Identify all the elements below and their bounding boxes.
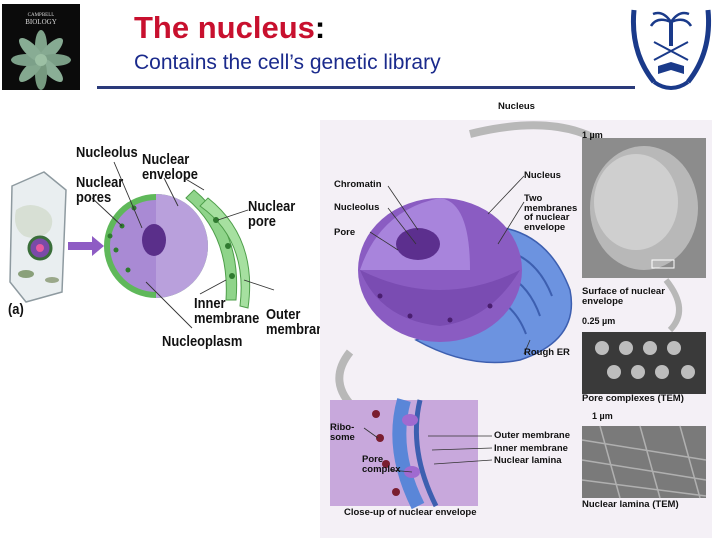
label-ribosome: Ribo- some (330, 422, 355, 443)
label-nuclear-envelope: Nuclear envelope (142, 151, 198, 184)
cover-text-2: BIOLOGY (25, 18, 57, 26)
label-outer-membrane-right: Outer membrane (494, 430, 571, 441)
textbook-cover-image: CAMPBELL BIOLOGY (2, 4, 80, 90)
nucleus-detail-panel (320, 120, 712, 538)
scale-1um-top: 1 µm (582, 130, 603, 140)
nucleus-3d-illustration (358, 198, 522, 342)
crossed-swords-icon (653, 41, 689, 61)
slide-title-colon: : (314, 10, 326, 45)
flow-arrow-right (663, 278, 682, 333)
label-nucleolus: Nucleolus (76, 144, 138, 161)
lamina-micrograph (581, 425, 707, 499)
university-seal-logo (624, 2, 718, 98)
caption-surface-of-envelope: Surface of nuclear envelope (582, 286, 665, 307)
surface-micrograph (582, 138, 706, 278)
label-panel-a: (a) (8, 301, 24, 318)
label-nuclear-pores: Nuclear pores (76, 174, 124, 207)
label-inner-membrane: Inner membrane (194, 295, 260, 328)
envelope-closeup-illustration (330, 398, 478, 510)
caption-pore-complexes: Pore complexes (TEM) (582, 393, 684, 404)
magnify-arrow-icon (68, 236, 104, 256)
pore-complex-micrograph (582, 332, 706, 394)
label-chromatin: Chromatin (334, 179, 382, 190)
nucleus-structure-diagram (9, 161, 275, 329)
scale-025um: 0.25 µm (582, 316, 616, 326)
label-rough-er: Rough ER (524, 347, 570, 358)
slide-title-text: The nucleus (134, 10, 315, 45)
label-pore: Pore (334, 227, 356, 238)
scale-1um-bottom: 1 µm (592, 411, 613, 421)
label-two-membranes: Two membranes of nuclear envelope (524, 193, 578, 234)
palm-tree-icon (649, 11, 693, 46)
open-book-icon (658, 62, 684, 74)
nucleus-cutaway-sphere (104, 194, 208, 298)
cover-text-1: CAMPBELL (28, 13, 55, 18)
label-nucleolus-right: Nucleolus (334, 202, 380, 213)
label-pore-complex: Pore complex (362, 454, 401, 475)
slide-title: The nucleus: (134, 10, 325, 46)
caption-closeup-envelope: Close-up of nuclear envelope (344, 507, 477, 518)
label-nucleus-top: Nucleus (498, 101, 535, 112)
caption-nuclear-lamina: Nuclear lamina (TEM) (582, 499, 679, 510)
label-nuclear-lamina: Nuclear lamina (494, 455, 562, 466)
nuclear-envelope-sheet (185, 189, 251, 309)
label-nucleus-side: Nucleus (524, 170, 561, 181)
label-outer-membrane: Outer membrane (266, 306, 332, 339)
animal-cell-illustration (9, 171, 67, 303)
label-nuclear-pore: Nuclear pore (248, 198, 296, 231)
label-nucleoplasm: Nucleoplasm (162, 333, 243, 350)
slide-subtitle: Contains the cell’s genetic library (134, 51, 441, 74)
nucleus-detail-illustration (330, 121, 707, 510)
header-divider (97, 86, 635, 89)
flow-arrow-top (469, 121, 600, 144)
succulent-plant-icon (11, 30, 71, 90)
label-inner-membrane-right: Inner membrane (494, 443, 568, 454)
